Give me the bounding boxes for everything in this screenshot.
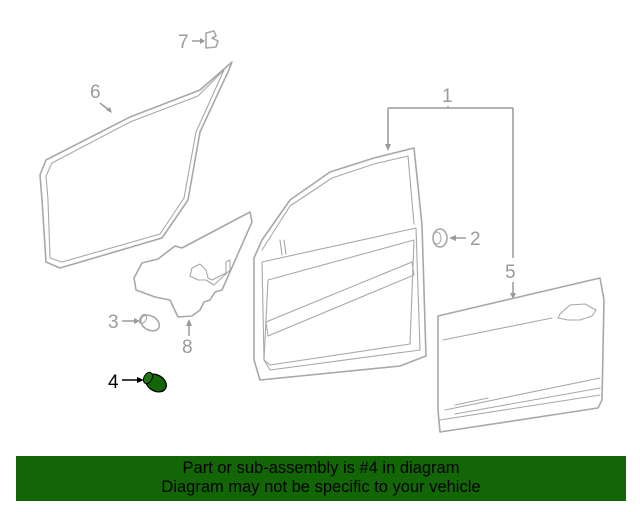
info-banner: Part or sub-assembly is #4 in diagram Di… <box>16 456 626 501</box>
callout-8-number: 8 <box>182 337 193 358</box>
plug-2[interactable]: 2 <box>432 228 481 250</box>
service-hole-cover-8[interactable]: 8 <box>133 211 253 358</box>
outer-panel-5[interactable]: 5 <box>437 262 605 433</box>
door-shell-icon <box>253 147 427 381</box>
callout-7-number: 7 <box>178 32 189 53</box>
callout-1[interactable]: 1 <box>385 86 514 258</box>
clip-7-icon <box>205 30 219 49</box>
callout-4-number: 4 <box>108 372 119 393</box>
clip-3-icon <box>138 313 161 332</box>
clip-3[interactable]: 3 <box>108 312 162 334</box>
weatherstrip-6[interactable]: 6 <box>39 61 233 269</box>
callout-1-number: 1 <box>442 86 453 107</box>
highlighted-part-4[interactable]: 4 <box>108 371 170 396</box>
service-hole-cover-icon <box>133 211 253 318</box>
door-shell-1[interactable] <box>253 147 427 381</box>
plug-icon <box>432 228 448 248</box>
banner-line-2: Diagram may not be specific to your vehi… <box>161 478 481 496</box>
outer-panel-icon <box>437 277 605 433</box>
callout-2-number: 2 <box>470 229 481 250</box>
callout-6-number: 6 <box>90 82 101 103</box>
callout-5-number: 5 <box>505 262 516 283</box>
callout-3-number: 3 <box>108 312 119 333</box>
weatherstrip-icon <box>39 61 233 269</box>
banner-line-1: Part or sub-assembly is #4 in diagram <box>182 459 460 477</box>
callout-7[interactable]: 7 <box>178 30 219 53</box>
highlighted-part-icon <box>142 371 167 393</box>
